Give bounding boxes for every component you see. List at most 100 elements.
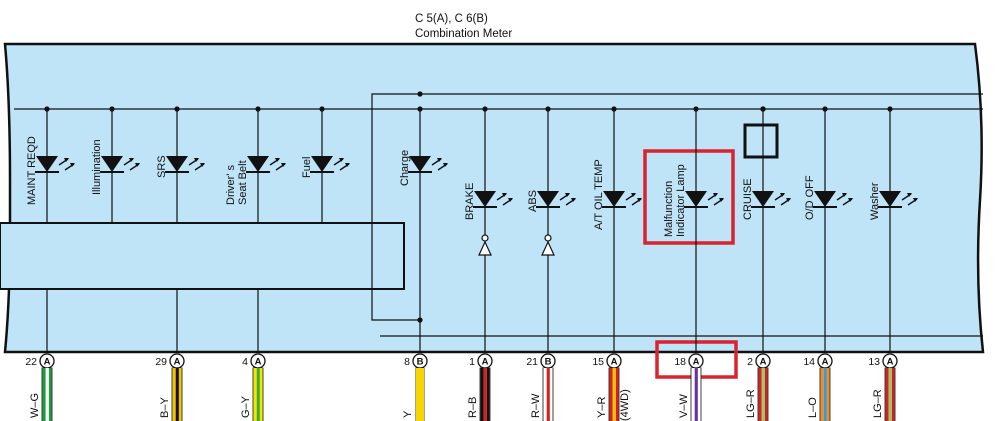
led-icon	[409, 156, 431, 172]
wire-color-stripe	[178, 368, 182, 421]
junction-dot	[319, 106, 325, 112]
junction-dot	[109, 106, 115, 112]
indicator-label: Fuel	[301, 157, 313, 178]
light-arrowhead-icon	[200, 163, 205, 167]
junction-dot	[417, 91, 423, 97]
indicator-illumination: Illumination	[91, 109, 140, 223]
wire-color-stripe	[826, 368, 830, 421]
wire-color-stripe	[45, 368, 49, 421]
wire-color-stripe	[615, 368, 619, 421]
led-icon	[36, 156, 58, 172]
led-icon	[101, 156, 123, 172]
malfunction-highlight-box	[643, 149, 735, 245]
connector-letter: A	[44, 357, 51, 368]
light-arrowhead-icon	[275, 158, 280, 162]
connector-letter: A	[822, 357, 829, 368]
wire-color-stripe	[885, 368, 889, 421]
wire-color-code: LG–R	[872, 389, 884, 418]
junction-dot	[482, 106, 488, 112]
wire-color-code: Y–R	[596, 397, 608, 418]
light-arrowhead-icon	[437, 158, 442, 162]
wire-color-stripe	[820, 368, 824, 421]
wire-color-stripe	[612, 368, 616, 421]
indicator-od-off: O/D OFF A 14L–O	[803, 109, 853, 421]
junction-dot	[887, 106, 893, 112]
led-icon	[311, 156, 333, 172]
led-icon	[603, 191, 625, 207]
wire-color-stripe	[694, 368, 698, 421]
wire-note: (4WD)	[619, 389, 631, 421]
light-arrowhead-icon	[913, 198, 918, 202]
light-arrowhead-icon	[443, 163, 448, 167]
connector-letter: B	[417, 357, 424, 368]
connector-letter: B	[545, 357, 552, 368]
connector-letter: A	[693, 357, 700, 368]
pin-number: 14	[803, 356, 815, 368]
light-arrowhead-icon	[637, 198, 642, 202]
wire-color-stripe	[549, 368, 553, 421]
junction-dot	[417, 106, 423, 112]
light-arrowhead-icon	[502, 193, 507, 197]
indicator-fuel: Fuel	[301, 109, 350, 223]
indicator-label: SRS	[156, 155, 168, 178]
junction-dot	[545, 106, 551, 112]
light-arrowhead-icon	[129, 158, 134, 162]
indicator-label: Washer	[869, 182, 881, 220]
wire-color-stripe	[697, 368, 701, 421]
connector-ids-title: C 5(A), C 6(B)	[415, 13, 488, 25]
wire-color-stripe	[253, 368, 257, 421]
wire-color-stripe	[761, 368, 765, 421]
indicator-label: CRUISE	[742, 178, 754, 220]
led-icon	[752, 191, 774, 207]
wire-color-stripe	[486, 368, 490, 421]
light-arrowhead-icon	[194, 158, 199, 162]
light-arrowhead-icon	[70, 163, 75, 167]
led-icon	[814, 191, 836, 207]
wire-color-stripe	[891, 368, 895, 421]
pin-number: 15	[592, 356, 604, 368]
junction-dot	[417, 317, 423, 323]
junction-dot	[611, 106, 617, 112]
pin-number: 8	[404, 356, 410, 368]
junction-dot	[255, 106, 261, 112]
indicator-label: A/T OIL TEMP	[593, 159, 605, 230]
light-arrowhead-icon	[713, 193, 718, 197]
light-arrowhead-icon	[508, 198, 513, 202]
led-icon	[247, 156, 269, 172]
indicator-label: O/D OFF	[804, 175, 816, 220]
light-arrowhead-icon	[848, 198, 853, 202]
light-arrowhead-icon	[345, 163, 350, 167]
light-arrowhead-icon	[565, 193, 570, 197]
wire-color-stripe	[256, 368, 260, 421]
led-icon	[685, 191, 707, 207]
indicator-label: MAINT REQD	[26, 136, 38, 205]
wire-color-code: W–G	[29, 393, 41, 418]
cruise-indicator-square	[743, 123, 779, 159]
indicator-label: Illumination	[91, 139, 103, 195]
pin-number: 13	[868, 356, 880, 368]
connector-letter: A	[611, 357, 618, 368]
component-name-title: Combination Meter	[415, 28, 512, 40]
meter-inner-block	[0, 222, 405, 290]
wire-color-stripe	[888, 368, 892, 421]
connector-letter: A	[887, 357, 894, 368]
indicator-label: Charge	[399, 150, 411, 186]
indicator-label: BRAKE	[464, 183, 476, 220]
connector-letter: A	[482, 357, 489, 368]
wire-color-code: L–O	[807, 397, 819, 418]
diode-icon	[478, 240, 492, 256]
wire-color-stripe	[416, 368, 424, 421]
wire-color-stripe	[480, 368, 484, 421]
pin-number: 1	[469, 356, 475, 368]
wire-color-code: LG–R	[745, 389, 757, 418]
light-arrowhead-icon	[780, 193, 785, 197]
